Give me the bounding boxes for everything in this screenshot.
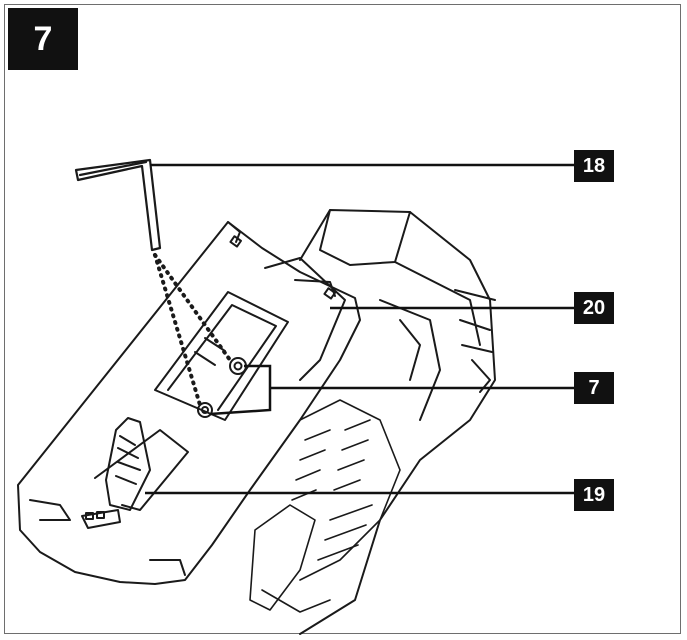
locking-lever [81, 417, 189, 529]
leader-lines [145, 163, 574, 495]
figure-number-badge: 7 [8, 8, 78, 70]
callout-20: 20 [574, 292, 614, 324]
base-plate [17, 221, 361, 585]
callout-7: 7 [574, 372, 614, 404]
fixing-screws [197, 357, 247, 418]
tool-paths [153, 253, 232, 407]
handle-grip [249, 399, 401, 613]
figure-frame [4, 4, 681, 634]
hex-key [74, 158, 162, 252]
motor-housing [299, 209, 496, 635]
callout-19: 19 [574, 479, 614, 511]
bevel-slot [154, 291, 289, 421]
cover-plate [264, 257, 346, 381]
callout-18: 18 [574, 150, 614, 182]
